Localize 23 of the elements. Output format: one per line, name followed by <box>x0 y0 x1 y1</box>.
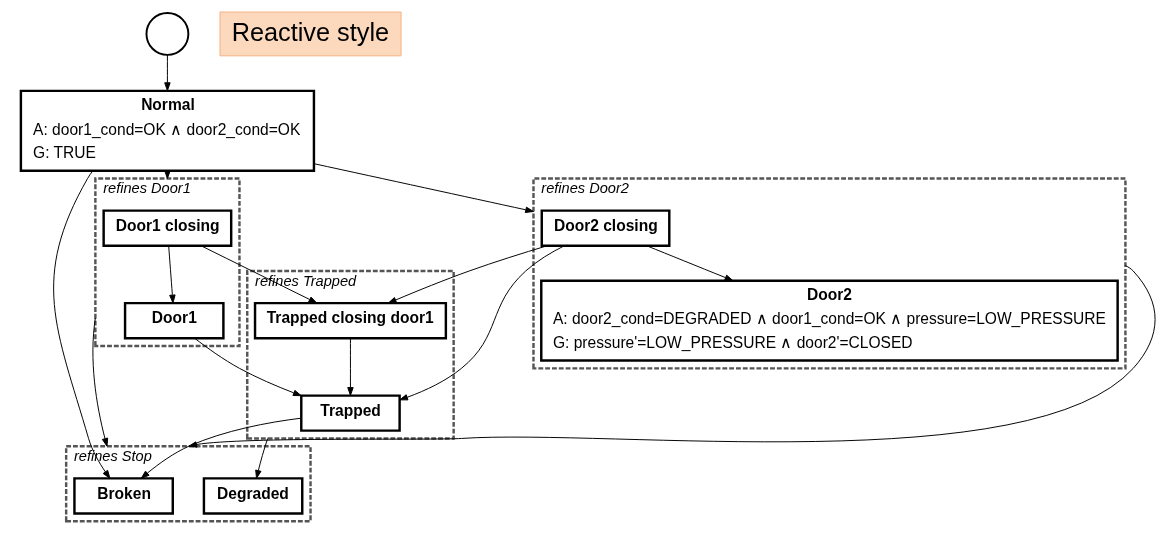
node-box: Degraded <box>202 477 304 515</box>
arrow <box>347 337 354 396</box>
arrow <box>168 245 176 304</box>
arrow <box>255 437 269 479</box>
arrow <box>313 163 534 213</box>
node-box: Trapped <box>300 394 401 432</box>
arrow <box>140 417 302 479</box>
node-box: Door1 closing <box>102 209 233 247</box>
node-circle <box>145 12 190 56</box>
arrow <box>164 54 171 92</box>
node-box: Door1 <box>123 301 225 340</box>
arrow <box>92 317 109 447</box>
node-box: Broken <box>73 477 174 515</box>
arrow <box>188 265 1156 448</box>
arrow <box>399 245 565 401</box>
node-box: Trapped closing door1 <box>253 301 448 340</box>
arrow <box>194 337 302 397</box>
arrow <box>387 245 548 304</box>
node-box: Door2 A: door2_cond=DEGRADED ∧ door1_cond=OK ∧ pressure=LOW_PRESSURE G: pressure'=LOW_PRESSURE ∧ door2'=CLOSED <box>540 279 1119 362</box>
arrow <box>646 245 734 282</box>
node-box: Reactive style <box>219 11 402 57</box>
node-box: Door2 closing <box>540 209 671 247</box>
arrow <box>200 245 318 304</box>
